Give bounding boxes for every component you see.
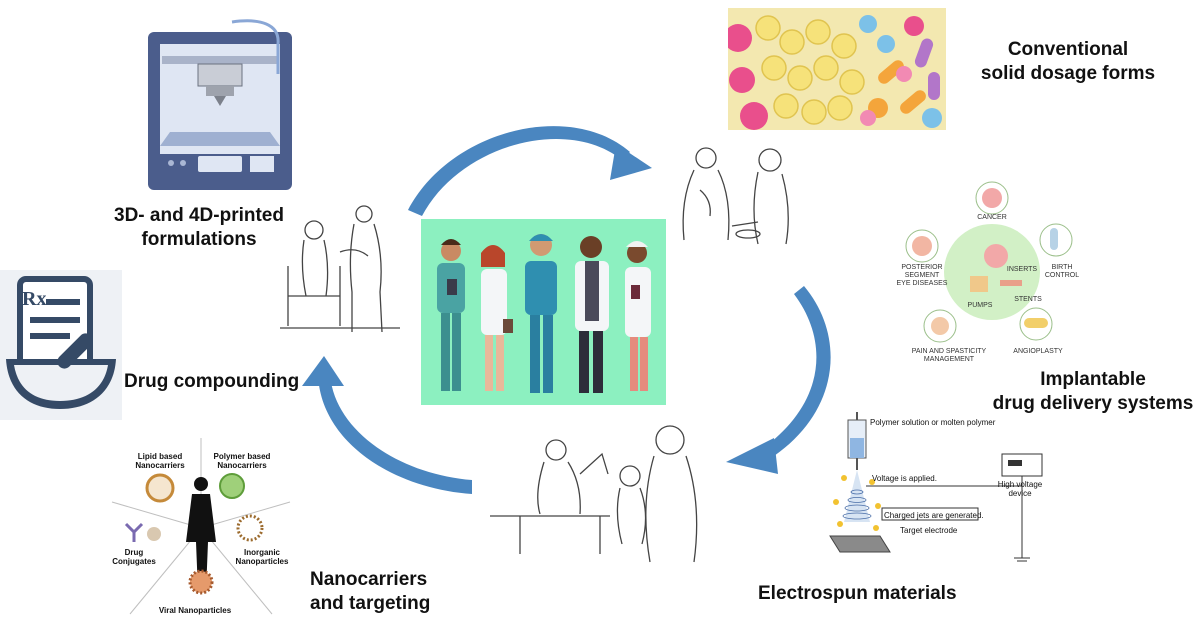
implant-label-cancer: CANCER [977,214,1007,221]
electrospinning-diagram [829,412,1043,562]
3d-printer-icon [148,19,292,190]
rx-symbol: Rx [22,288,47,310]
sketch-family-visit [490,425,698,563]
implantable-caption: Implantable drug delivery systems [992,369,1194,414]
nano-label-lipid: Lipid based Nanocarriers [135,452,185,470]
electrospin-label-high-voltage: High voltage device [997,480,1043,498]
electrospin-label-polymer: Polymer solution or molten polymer [870,418,996,427]
electrospun-caption: Electrospun materials [758,583,957,604]
electrospin-label-target: Target electrode [900,526,958,535]
implant-label-inserts: INSERTS [1006,266,1038,273]
cycle-arrows [302,126,831,494]
nano-label-viral: Viral Nanoparticles [158,606,232,615]
arrow-bottom-left [302,356,472,494]
implant-label-pumps: PUMPS [967,302,993,309]
nanocarriers-diagram [111,438,291,615]
implant-label-birth-control: BIRTH CONTROL [1044,264,1080,279]
implantable-diagram [905,181,1073,343]
sketch-consultation-top [682,147,789,245]
arrow-top [408,126,652,216]
implant-label-posterior: POSTERIOR SEGMENT EYE DISEASES [896,264,948,287]
nano-label-polymer: Polymer based Nanocarriers [213,452,271,470]
implant-label-stents: STENTS [1014,296,1042,303]
electrospin-label-charged: Charged jets are generated. [884,511,984,520]
printed-caption: 3D- and 4D-printed formulations [114,205,284,250]
arrow-right [726,286,831,474]
nano-label-inorganic: Inorganic Nanoparticles [235,548,289,566]
electrospin-label-voltage: Voltage is applied. [872,474,937,483]
nano-label-drug: Drug Conjugates [112,548,156,566]
conventional-caption: Conventional solid dosage forms [980,39,1156,84]
nanocarriers-caption: Nanocarriers and targeting [310,569,431,614]
pills-photo [728,8,946,130]
compounding-icon [6,276,116,409]
compounding-caption: Drug compounding [124,371,300,392]
implant-label-angioplasty: ANGIOPLASTY [1013,348,1063,355]
implant-label-pain: PAIN AND SPASTICITY MANAGEMENT [911,348,987,363]
healthcare-team-illustration [437,234,651,393]
sketch-care-scene-left [280,205,400,333]
